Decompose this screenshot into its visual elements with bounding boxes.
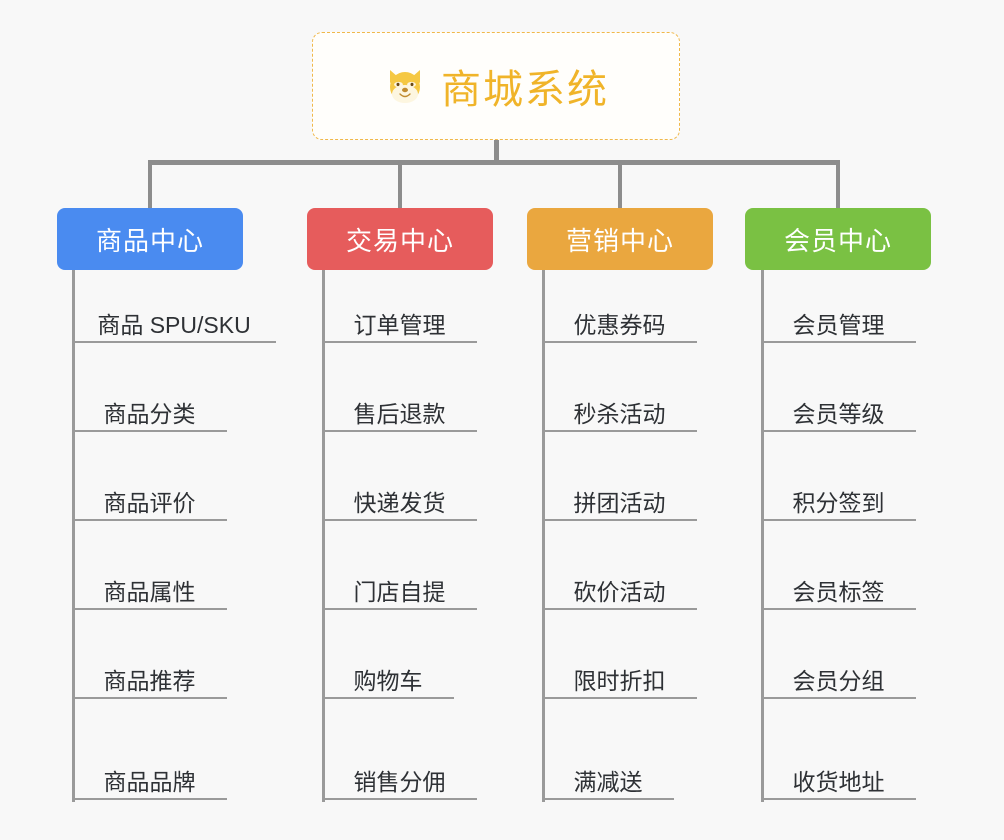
drop-line-1 — [148, 160, 152, 210]
drop-line-3 — [618, 160, 622, 210]
leaf-item[interactable]: 限时折扣 — [542, 653, 697, 699]
leaf-label: 优惠券码 — [573, 312, 666, 338]
leaf-label: 商品属性 — [103, 579, 196, 605]
leaf-item[interactable]: 门店自提 — [322, 564, 477, 610]
category-header-trade-center[interactable]: 交易中心 — [307, 208, 493, 270]
category-header-product-center[interactable]: 商品中心 — [57, 208, 243, 270]
trunk-line-marketing-center — [542, 270, 545, 802]
leaf-label: 销售分佣 — [353, 769, 446, 795]
leaf-item[interactable]: 订单管理 — [322, 297, 477, 343]
leaf-item[interactable]: 商品属性 — [72, 564, 227, 610]
leaf-label: 秒杀活动 — [573, 401, 666, 427]
leaf-item[interactable]: 商品分类 — [72, 386, 227, 432]
leaf-label: 会员管理 — [792, 312, 885, 338]
leaf-item[interactable]: 会员分组 — [761, 653, 916, 699]
leaf-item[interactable]: 销售分佣 — [322, 754, 477, 800]
trunk-line-member-center — [761, 270, 764, 802]
leaf-item[interactable]: 商品品牌 — [72, 754, 227, 800]
leaf-item[interactable]: 会员管理 — [761, 297, 916, 343]
leaf-label: 商品评价 — [103, 490, 196, 516]
leaf-label: 满减送 — [573, 769, 643, 795]
leaf-label: 会员标签 — [792, 579, 885, 605]
leaf-item[interactable]: 商品推荐 — [72, 653, 227, 699]
trunk-line-product-center — [72, 270, 75, 802]
leaf-item[interactable]: 会员标签 — [761, 564, 916, 610]
leaf-item[interactable]: 优惠券码 — [542, 297, 697, 343]
leaf-label: 砍价活动 — [573, 579, 666, 605]
root-node[interactable]: 商城系统 — [312, 32, 680, 140]
leaf-label: 商品 SPU/SKU — [97, 312, 251, 338]
leaf-item[interactable]: 购物车 — [322, 653, 454, 699]
leaf-label: 门店自提 — [353, 579, 446, 605]
category-title: 交易中心 — [345, 225, 454, 256]
leaf-label: 会员等级 — [792, 401, 885, 427]
leaf-item[interactable]: 快递发货 — [322, 475, 477, 521]
leaf-label: 限时折扣 — [573, 668, 666, 694]
leaf-item[interactable]: 售后退款 — [322, 386, 477, 432]
leaf-label: 快递发货 — [353, 490, 446, 516]
leaf-label: 拼团活动 — [573, 490, 666, 516]
leaf-label: 商品品牌 — [103, 769, 196, 795]
leaf-item[interactable]: 秒杀活动 — [542, 386, 697, 432]
leaf-item[interactable]: 商品评价 — [72, 475, 227, 521]
trunk-line-trade-center — [322, 270, 325, 802]
leaf-item[interactable]: 会员等级 — [761, 386, 916, 432]
leaf-label: 积分签到 — [792, 490, 885, 516]
leaf-label: 商品推荐 — [103, 668, 196, 694]
category-header-marketing-center[interactable]: 营销中心 — [527, 208, 713, 270]
category-header-member-center[interactable]: 会员中心 — [745, 208, 931, 270]
leaf-item[interactable]: 拼团活动 — [542, 475, 697, 521]
leaf-label: 售后退款 — [353, 401, 446, 427]
leaf-item[interactable]: 满减送 — [542, 754, 674, 800]
leaf-label: 商品分类 — [103, 401, 196, 427]
leaf-label: 订单管理 — [353, 312, 446, 338]
leaf-item[interactable]: 商品 SPU/SKU — [72, 297, 276, 343]
dog-face-icon — [383, 64, 427, 108]
leaf-item[interactable]: 砍价活动 — [542, 564, 697, 610]
category-title: 会员中心 — [783, 225, 892, 256]
leaf-item[interactable]: 积分签到 — [761, 475, 916, 521]
header-bus-line — [150, 160, 840, 165]
leaf-label: 收货地址 — [792, 769, 885, 795]
category-title: 商品中心 — [95, 225, 204, 256]
root-stem-line — [494, 140, 499, 164]
drop-line-2 — [398, 160, 402, 210]
drop-line-4 — [836, 160, 840, 210]
category-title: 营销中心 — [565, 225, 674, 256]
leaf-label: 会员分组 — [792, 668, 885, 694]
leaf-item[interactable]: 收货地址 — [761, 754, 916, 800]
leaf-label: 购物车 — [353, 668, 423, 694]
root-title: 商城系统 — [441, 68, 609, 112]
